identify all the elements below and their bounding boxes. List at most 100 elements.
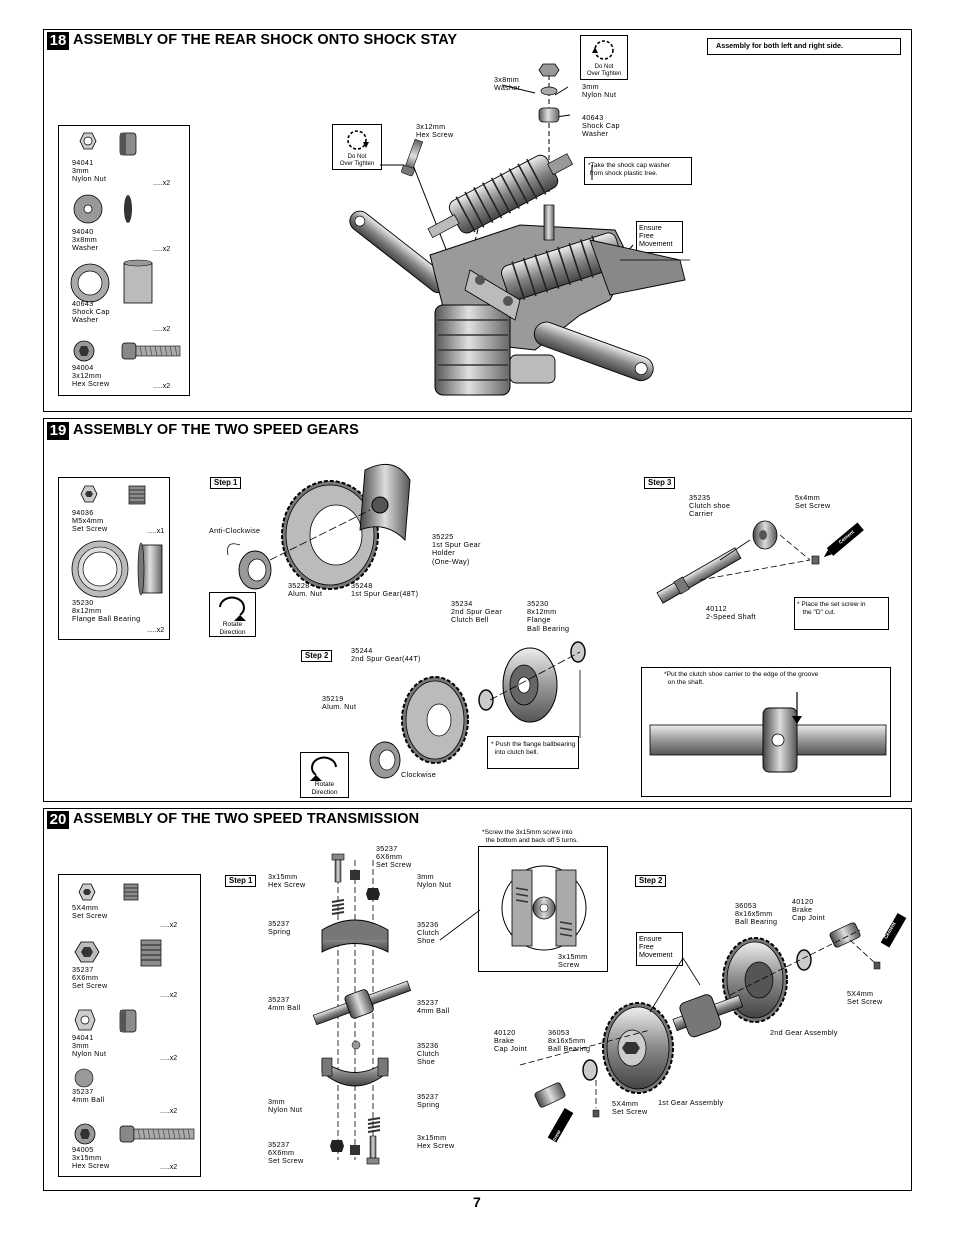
- label-5x4-set-right: 5X4mm Set Screw: [847, 989, 883, 1007]
- two-speed-gears-drawing: [219, 463, 887, 781]
- rotation-warning-icon: [347, 130, 369, 150]
- section-18-title: ASSEMBLY OF THE REAR SHOCK ONTO SHOCK ST…: [73, 32, 458, 48]
- label-nylon-nut-bottom: 3mm Nylon Nut: [268, 1097, 303, 1115]
- part-19-1-label: 94036 M5x4mm Set Screw: [72, 508, 108, 534]
- label-40120-top: 40120 Brake Cap Joint: [792, 897, 826, 923]
- rear-shock-assembly-drawing: [349, 63, 690, 396]
- label-clutch-shoe-bottom: 35236 Clutch Shoe: [417, 1041, 440, 1067]
- label-3mm-nylon-nut: 3mm Nylon Nut: [582, 82, 617, 100]
- part-name: 4mm Ball: [72, 1095, 105, 1105]
- label-3x8-washer: 3x8mm Washer: [494, 75, 521, 93]
- label-spring-top: 35237 Spring: [268, 919, 291, 937]
- step-20-1-tag: Step 1: [225, 875, 257, 887]
- two-speed-transmission-drawing: [312, 853, 907, 1165]
- part-id: 35237: [72, 1087, 94, 1096]
- label-40112: 40112 2-Speed Shaft: [706, 604, 756, 622]
- part-20-1-label: 5X4mm Set Screw: [72, 903, 108, 921]
- label-35219: 35219 Alum. Nut: [322, 694, 357, 712]
- label-36053-bottom: 36053 8x16x5mm Ball Bearing: [548, 1028, 591, 1054]
- part-id: 94004: [72, 363, 94, 372]
- part-20-5-label: 94005 3x15mm Hex Screw: [72, 1145, 110, 1171]
- do-not-overtighten-top-text: Do Not Over Tighten: [586, 64, 622, 77]
- label-clockwise: Clockwise: [401, 770, 437, 779]
- label-nylon-nut-top: 3mm Nylon Nut: [417, 872, 452, 890]
- label-5x4-set-screw: 5x4mm Set Screw: [795, 493, 831, 511]
- label-3x15-hex-bottom: 3x15mm Hex Screw: [417, 1133, 455, 1151]
- part-id: 94005: [72, 1145, 94, 1154]
- rotation-warning-icon: [592, 40, 614, 60]
- rotate-direction-box-1: [209, 592, 256, 637]
- label-4mm-ball-right: 35237 4mm Ball: [417, 998, 450, 1016]
- part-id: 40643: [72, 299, 94, 308]
- note-flange-box: [487, 736, 579, 769]
- part-18-2-qty: .....x2: [153, 246, 171, 253]
- part-20-4-label: 35237 4mm Ball: [72, 1087, 105, 1105]
- step-20-2-tag: Step 2: [635, 875, 667, 887]
- label-2nd-gear-assembly: 2nd Gear Assembly: [770, 1028, 838, 1037]
- step-19-2-tag: Step 2: [301, 650, 333, 662]
- part-18-1-qty: .....x2: [153, 180, 171, 187]
- part-20-1-qty: .....x2: [160, 922, 178, 929]
- part-20-3-label: 94041 3mm Nylon Nut: [72, 1033, 106, 1059]
- part-name: 3mm Nylon Nut: [72, 166, 107, 184]
- step-19-3-tag: Step 3: [644, 477, 676, 489]
- note-both-sides: [707, 38, 901, 55]
- label-spring-bottom: 35237 Spring: [417, 1092, 440, 1110]
- part-18-1-label: 94041 3mm Nylon Nut: [72, 158, 107, 184]
- part-name: 8x12mm Flange Ball Bearing: [72, 606, 141, 624]
- part-name: M5x4mm Set Screw: [72, 516, 108, 534]
- parts-box-18-icons: [70, 132, 181, 362]
- note-free-20-text: Ensure Free Movement: [639, 934, 673, 960]
- note-free-movement-box: [636, 221, 683, 253]
- part-18-4-label: 94004 3x12mm Hex Screw: [72, 363, 110, 389]
- label-35248: 35248 1st Spur Gear(48T): [351, 581, 419, 599]
- part-name: 5X4mm Set Screw: [72, 903, 108, 921]
- label-anti-clockwise: Anti-Clockwise: [209, 526, 261, 535]
- label-6x6-set-top: 35237 6X6mm Set Screw: [376, 844, 412, 870]
- part-20-4-qty: .....x2: [160, 1108, 178, 1115]
- section-18-number: 18: [47, 32, 69, 50]
- label-35244: 35244 2nd Spur Gear(44T): [351, 646, 421, 664]
- page-number: 7: [473, 1194, 481, 1210]
- note-free-movement-text: Ensure Free Movement: [639, 223, 673, 249]
- part-20-5-qty: .....x2: [160, 1164, 178, 1171]
- part-id: 94040: [72, 227, 94, 236]
- note-cap-washer-text: *Take the shock cap washer from shock pl…: [588, 162, 671, 178]
- part-name: 3x15mm Hex Screw: [72, 1153, 110, 1171]
- label-36053-top: 36053 8x16x5mm Ball Bearing: [735, 901, 778, 927]
- part-name: 3x8mm Washer: [72, 235, 99, 253]
- note-flange-text: * Push the flange ballbearing into clutc…: [491, 741, 576, 757]
- note-free-20-box: [636, 932, 683, 966]
- label-shock-cap-washer: 40643 Shock Cap Washer: [582, 113, 620, 139]
- part-19-2-qty: .....x2: [147, 627, 165, 634]
- part-18-3-label: 40643 Shock Cap Washer: [72, 299, 110, 325]
- part-20-2-qty: .....x2: [160, 992, 178, 999]
- section-20-number: 20: [47, 811, 69, 829]
- do-not-overtighten-left-text: Do Not Over Tighten: [339, 154, 375, 167]
- label-35235: 35235 Clutch shoe Carrier: [689, 493, 731, 519]
- section-20-title: ASSEMBLY OF THE TWO SPEED TRANSMISSION: [73, 811, 420, 827]
- label-6x6-set-bottom: 35237 6X6mm Set Screw: [268, 1140, 304, 1166]
- note-dcut-text: * Place the set screw in the "D" cut.: [797, 601, 866, 617]
- rotate-direction-text-2: Rotate Direction: [311, 781, 338, 797]
- part-name: 6X6mm Set Screw: [72, 973, 108, 991]
- part-id: 35230: [72, 598, 94, 607]
- part-18-3-qty: .....x2: [153, 326, 171, 333]
- section-19-number: 19: [47, 422, 69, 440]
- part-name: 3x12mm Hex Screw: [72, 371, 110, 389]
- part-18-4-qty: .....x2: [153, 383, 171, 390]
- label-5x4-set-bottom: 5X4mm Set Screw: [612, 1099, 648, 1117]
- label-4mm-ball-left: 35237 4mm Ball: [268, 995, 301, 1013]
- note-both-sides-text: Assembly for both left and right side.: [716, 41, 843, 50]
- label-35234: 35234 2nd Spur Gear Clutch Bell: [451, 599, 503, 625]
- do-not-overtighten-top-box: [580, 35, 628, 80]
- step-19-1-tag: Step 1: [210, 477, 242, 489]
- rotate-direction-text-1: Rotate Direction: [219, 621, 246, 637]
- parts-box-20-icons: [74, 883, 195, 1145]
- label-40120-bottom: 40120 Brake Cap Joint: [494, 1028, 528, 1054]
- label-35228: 35228 Alum. Nut: [288, 581, 323, 599]
- note-groove-text: *Put the clutch shoe carrier to the edge…: [664, 671, 819, 687]
- label-3x15-hex-top: 3x15mm Hex Screw: [268, 872, 306, 890]
- part-20-3-qty: .....x2: [160, 1055, 178, 1062]
- parts-box-19-icons: [71, 485, 163, 598]
